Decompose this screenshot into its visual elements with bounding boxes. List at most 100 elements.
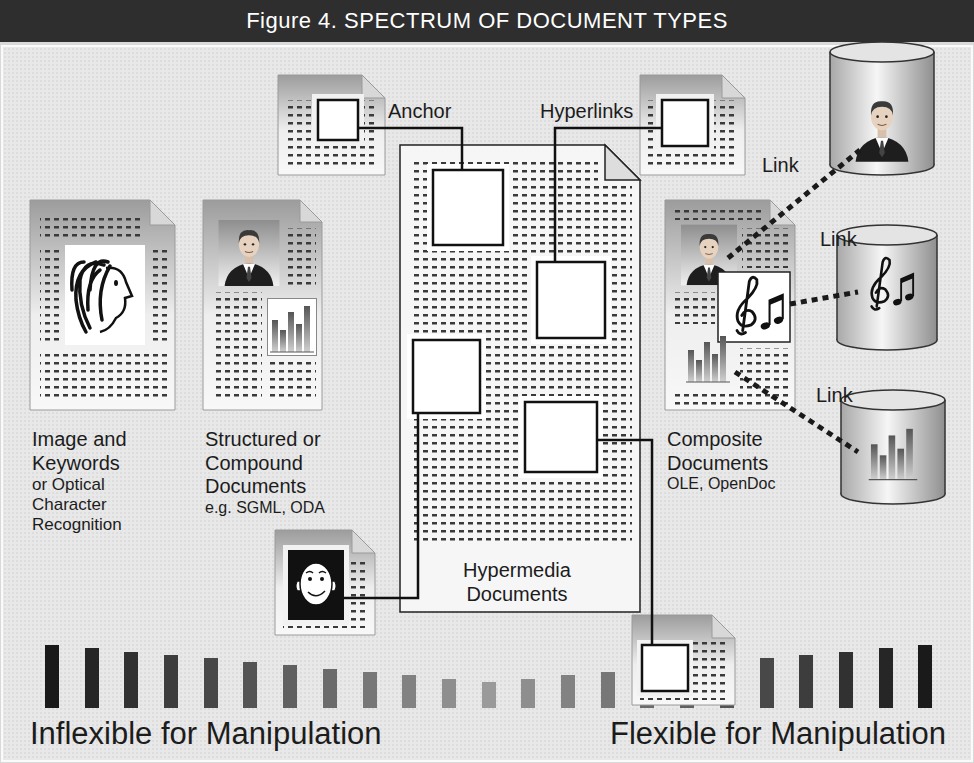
background xyxy=(2,46,972,761)
flexibility-bars xyxy=(561,675,575,708)
linked-page xyxy=(640,75,745,175)
flexibility-bars xyxy=(442,679,456,708)
flexibility-bars xyxy=(164,655,178,708)
storage-cylinder xyxy=(869,429,918,480)
linked-page xyxy=(275,530,375,635)
linked-page xyxy=(642,645,688,691)
composite-document xyxy=(665,200,795,410)
scale-end-label: Inflexible for Manipulation xyxy=(30,716,382,752)
hyperlink-wires xyxy=(555,128,662,262)
linked-page xyxy=(283,545,349,625)
linked-page xyxy=(278,75,385,175)
storage-cylinder xyxy=(837,235,937,340)
flexibility-bars xyxy=(45,645,932,708)
hyperlinks-label: Hyperlinks xyxy=(540,100,633,123)
composite-document xyxy=(673,206,763,220)
image-document xyxy=(40,354,168,402)
hyperlink-wires xyxy=(358,128,462,170)
flexibility-bars xyxy=(482,682,496,708)
figure-title: Figure 4. SPECTRUM OF DOCUMENT TYPES xyxy=(0,9,974,33)
linked-page xyxy=(286,100,378,168)
hypermedia-document xyxy=(433,170,503,245)
flexibility-bars xyxy=(402,675,416,708)
composite-document xyxy=(718,272,790,342)
background xyxy=(0,0,974,42)
storage-cylinder xyxy=(837,235,937,340)
image-document xyxy=(65,245,145,345)
storage-cylinder xyxy=(841,390,945,410)
flexibility-bars xyxy=(85,648,99,708)
structured-document xyxy=(203,200,322,410)
storage-cylinder xyxy=(872,258,915,310)
linked-page xyxy=(362,75,385,98)
composite-document xyxy=(737,277,784,334)
link-label: Link xyxy=(816,384,853,407)
image-document xyxy=(150,250,168,344)
hypermedia-document xyxy=(400,145,640,612)
linked-page xyxy=(320,577,324,581)
image-document xyxy=(114,280,118,286)
hypermedia-document xyxy=(400,145,640,612)
linked-page xyxy=(308,577,312,581)
linked-page xyxy=(288,550,344,620)
image-document xyxy=(40,214,140,238)
linked-page xyxy=(662,100,708,146)
linked-page xyxy=(352,530,375,553)
image-document xyxy=(72,261,110,332)
flexibility-bars xyxy=(45,645,59,708)
scale-end-label: Flexible for Manipulation xyxy=(610,716,946,752)
structured-document xyxy=(300,200,322,222)
document-type-example: e.g. SGML, ODA xyxy=(205,499,337,518)
caption-block: Hypermedia Documents xyxy=(452,559,582,606)
hypermedia-document xyxy=(407,334,486,419)
storage-cylinder xyxy=(841,400,945,494)
flexibility-bars xyxy=(124,652,138,708)
document-type-caption: Composite Documents xyxy=(667,428,802,475)
ole-link-lines xyxy=(790,292,858,304)
flexibility-bars xyxy=(363,672,377,708)
hyperlink-wires xyxy=(344,413,418,598)
caption-block: Structured or Compound Documentse.g. SGM… xyxy=(205,428,337,518)
storage-cylinder xyxy=(841,400,945,494)
storage-cylinder xyxy=(830,52,934,165)
ole-link-lines xyxy=(728,150,860,258)
document-type-caption: Structured or Compound Documents xyxy=(205,428,337,499)
caption-block: Image and Keywordsor Optical Character R… xyxy=(32,428,172,535)
flexibility-bars xyxy=(243,662,257,708)
image-document xyxy=(40,250,60,344)
hypermedia-document xyxy=(531,256,611,344)
flexibility-bars xyxy=(918,645,932,708)
link-label: Link xyxy=(820,228,857,251)
hypermedia-document xyxy=(519,396,603,478)
linked-page xyxy=(637,640,693,696)
hyperlink-wires xyxy=(597,440,652,645)
structured-document xyxy=(219,220,280,286)
document-type-example: or Optical Character Recognition xyxy=(32,475,172,535)
linked-page xyxy=(300,563,332,605)
flexibility-bars xyxy=(323,669,337,708)
document-type-caption: Image and Keywords xyxy=(32,428,172,475)
structured-document xyxy=(288,228,316,286)
link-label: Link xyxy=(762,154,799,177)
flexibility-bars xyxy=(839,652,853,708)
linked-page xyxy=(722,75,745,98)
linked-page xyxy=(306,572,326,596)
linked-page xyxy=(640,640,728,700)
structured-document xyxy=(203,200,322,410)
composite-document xyxy=(673,292,715,324)
hypermedia-document xyxy=(537,262,605,338)
hypermedia-document xyxy=(605,145,640,180)
linked-page xyxy=(648,100,738,168)
hypermedia-document-node: Hypermedia Documents xyxy=(400,145,640,612)
composite-document xyxy=(740,348,788,390)
storage-cylinder xyxy=(830,42,945,504)
document-type-caption: Hypermedia Documents xyxy=(452,559,582,606)
flexibility-bars xyxy=(879,648,893,708)
flexibility-bars xyxy=(521,679,535,708)
flexibility-bars xyxy=(799,655,813,708)
storage-cylinder xyxy=(856,101,909,162)
document-type-example: OLE, OpenDoc xyxy=(667,475,802,494)
